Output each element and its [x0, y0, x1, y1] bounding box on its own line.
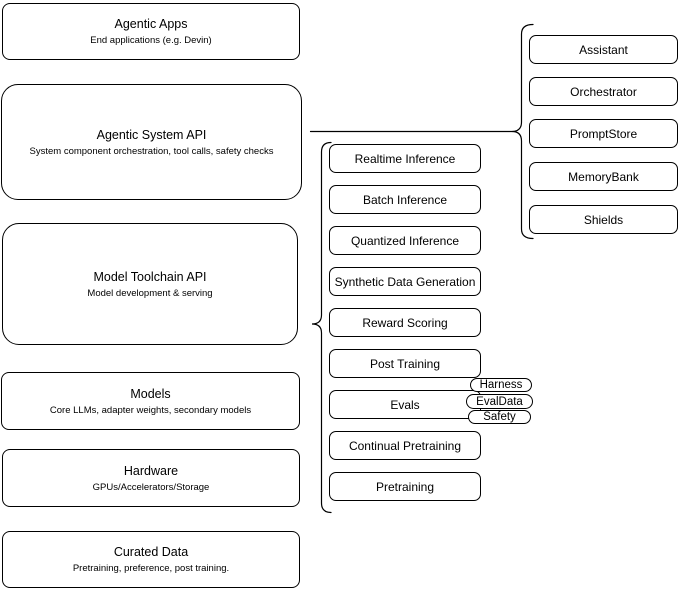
stack-box-hardware: Hardware GPUs/Accelerators/Storage — [2, 449, 300, 507]
toolchain-item-continual-pretraining: Continual Pretraining — [329, 431, 481, 460]
stack-box-agentic-apps: Agentic Apps End applications (e.g. Devi… — [2, 3, 300, 60]
box-subtitle: Core LLMs, adapter weights, secondary mo… — [49, 404, 252, 416]
box-title: Agentic Apps — [114, 17, 188, 31]
pill-label: Safety — [483, 411, 516, 423]
node-label: Batch Inference — [362, 192, 448, 207]
node-label: Evals — [390, 397, 420, 412]
box-title: Agentic System API — [96, 127, 207, 142]
system-component-shields: Shields — [529, 205, 678, 234]
eval-tag-evaldata: EvalData — [466, 394, 533, 409]
node-label: Realtime Inference — [354, 151, 456, 166]
toolchain-item-batch-inference: Batch Inference — [329, 185, 481, 214]
node-label: PromptStore — [569, 126, 638, 141]
system-component-promptstore: PromptStore — [529, 119, 678, 148]
toolchain-item-reward-scoring: Reward Scoring — [329, 308, 481, 337]
eval-tag-harness: Harness — [470, 378, 532, 392]
stack-box-model-toolchain-api: Model Toolchain API Model development & … — [2, 223, 298, 345]
box-subtitle: GPUs/Accelerators/Storage — [92, 481, 210, 493]
stack-box-curated-data: Curated Data Pretraining, preference, po… — [2, 531, 300, 588]
toolchain-item-realtime-inference: Realtime Inference — [329, 144, 481, 173]
box-subtitle: Model development & serving — [87, 287, 213, 299]
pill-label: EvalData — [476, 395, 523, 408]
stack-box-agentic-system-api: Agentic System API System component orch… — [1, 84, 302, 200]
node-label: Orchestrator — [570, 84, 637, 99]
node-label: Assistant — [579, 42, 628, 57]
node-label: Synthetic Data Generation — [334, 274, 476, 289]
node-label: Post Training — [369, 356, 441, 371]
toolchain-item-synthetic-data-generation: Synthetic Data Generation — [329, 267, 481, 296]
node-label: Continual Pretraining — [348, 438, 462, 453]
node-label: Reward Scoring — [362, 315, 448, 330]
pill-label: Harness — [479, 379, 523, 391]
toolchain-item-quantized-inference: Quantized Inference — [329, 226, 481, 255]
box-title: Hardware — [123, 463, 179, 478]
toolchain-item-evals: Evals — [329, 390, 481, 419]
system-component-orchestrator: Orchestrator — [529, 77, 678, 106]
node-label: Shields — [583, 212, 624, 227]
box-title: Models — [130, 386, 171, 401]
box-subtitle: System component orchestration, tool cal… — [29, 145, 274, 157]
box-title: Curated Data — [113, 545, 189, 559]
node-label: Quantized Inference — [350, 233, 460, 248]
box-subtitle: Pretraining, preference, post training. — [72, 563, 230, 574]
stack-box-models: Models Core LLMs, adapter weights, secon… — [1, 372, 300, 430]
system-component-memorybank: MemoryBank — [529, 162, 678, 191]
system-component-assistant: Assistant — [529, 35, 678, 64]
toolchain-item-post-training: Post Training — [329, 349, 481, 378]
node-label: MemoryBank — [568, 169, 639, 184]
box-title: Model Toolchain API — [93, 269, 207, 284]
toolchain-item-pretraining: Pretraining — [329, 472, 481, 501]
eval-tag-safety: Safety — [468, 410, 531, 424]
node-label: Pretraining — [375, 479, 435, 494]
box-subtitle: End applications (e.g. Devin) — [90, 35, 212, 46]
